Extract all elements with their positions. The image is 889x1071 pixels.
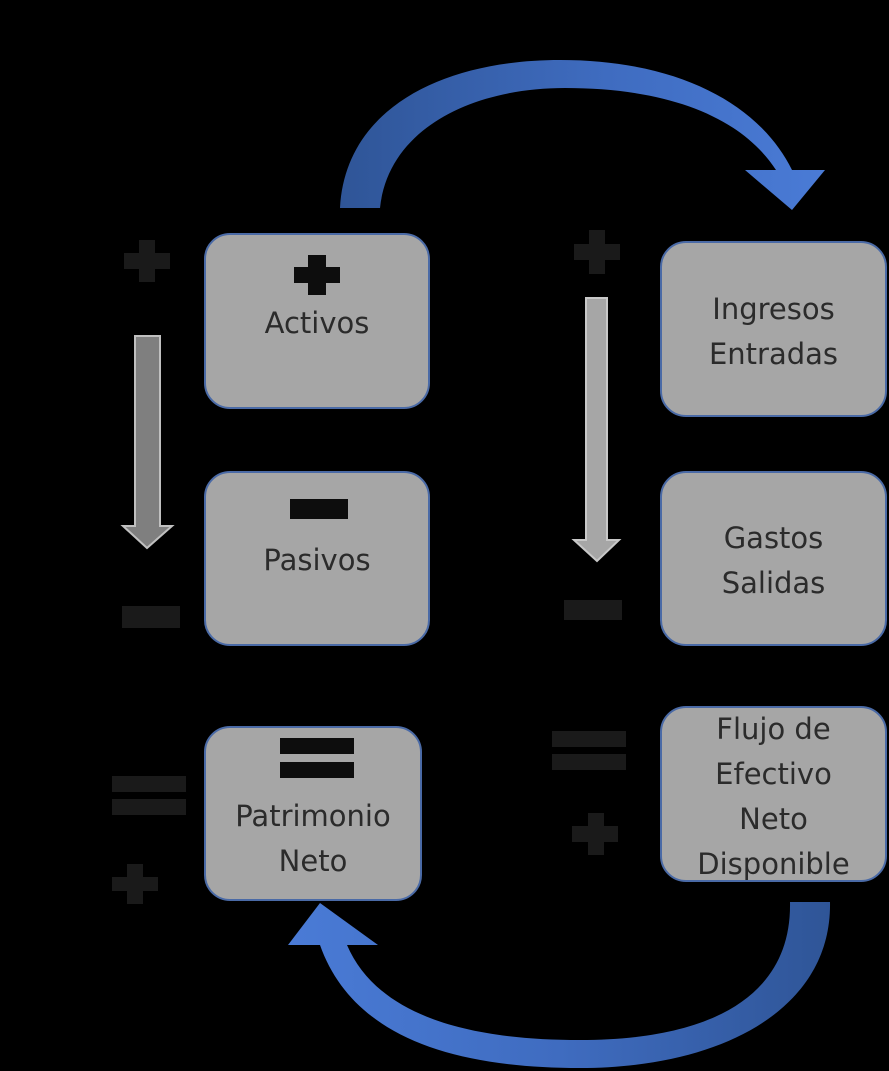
plus-icon <box>572 813 618 855</box>
flujo-label-2: Efectivo <box>715 757 832 791</box>
minus-icon <box>564 600 622 620</box>
equals-icon <box>552 731 626 770</box>
gastos-box: Gastos Salidas <box>660 471 887 646</box>
pasivos-box: Pasivos <box>204 471 430 646</box>
plus-icon <box>294 255 340 295</box>
down-arrow-right <box>571 297 622 563</box>
activos-box: Activos <box>204 233 430 409</box>
flujo-label-1: Flujo de <box>716 712 831 746</box>
pasivos-label: Pasivos <box>263 543 371 577</box>
ingresos-label-2: Entradas <box>708 337 839 371</box>
down-arrow-left <box>120 335 175 550</box>
curved-arrow-top <box>340 60 825 210</box>
ingresos-label-1: Ingresos <box>712 292 835 326</box>
plus-icon <box>124 240 170 282</box>
patrimonio-label-1: Patrimonio <box>235 799 391 833</box>
minus-icon <box>290 499 348 519</box>
activos-label: Activos <box>264 306 370 340</box>
plus-icon <box>112 864 158 904</box>
patrimonio-label-2: Neto <box>278 844 348 878</box>
plus-icon <box>574 230 620 274</box>
flujo-label-3: Neto <box>739 802 808 836</box>
equals-icon <box>280 738 354 778</box>
flujo-label-4: Disponible <box>697 847 850 881</box>
gastos-label-2: Salidas <box>721 566 826 600</box>
ingresos-box: Ingresos Entradas <box>660 241 887 417</box>
patrimonio-neto-box: Patrimonio Neto <box>204 726 422 901</box>
flujo-efectivo-box: Flujo de Efectivo Neto Disponible <box>660 706 887 882</box>
equals-icon <box>112 776 186 815</box>
curved-arrow-bottom <box>288 902 831 1068</box>
minus-icon <box>122 606 180 628</box>
gastos-label-1: Gastos <box>723 521 824 555</box>
